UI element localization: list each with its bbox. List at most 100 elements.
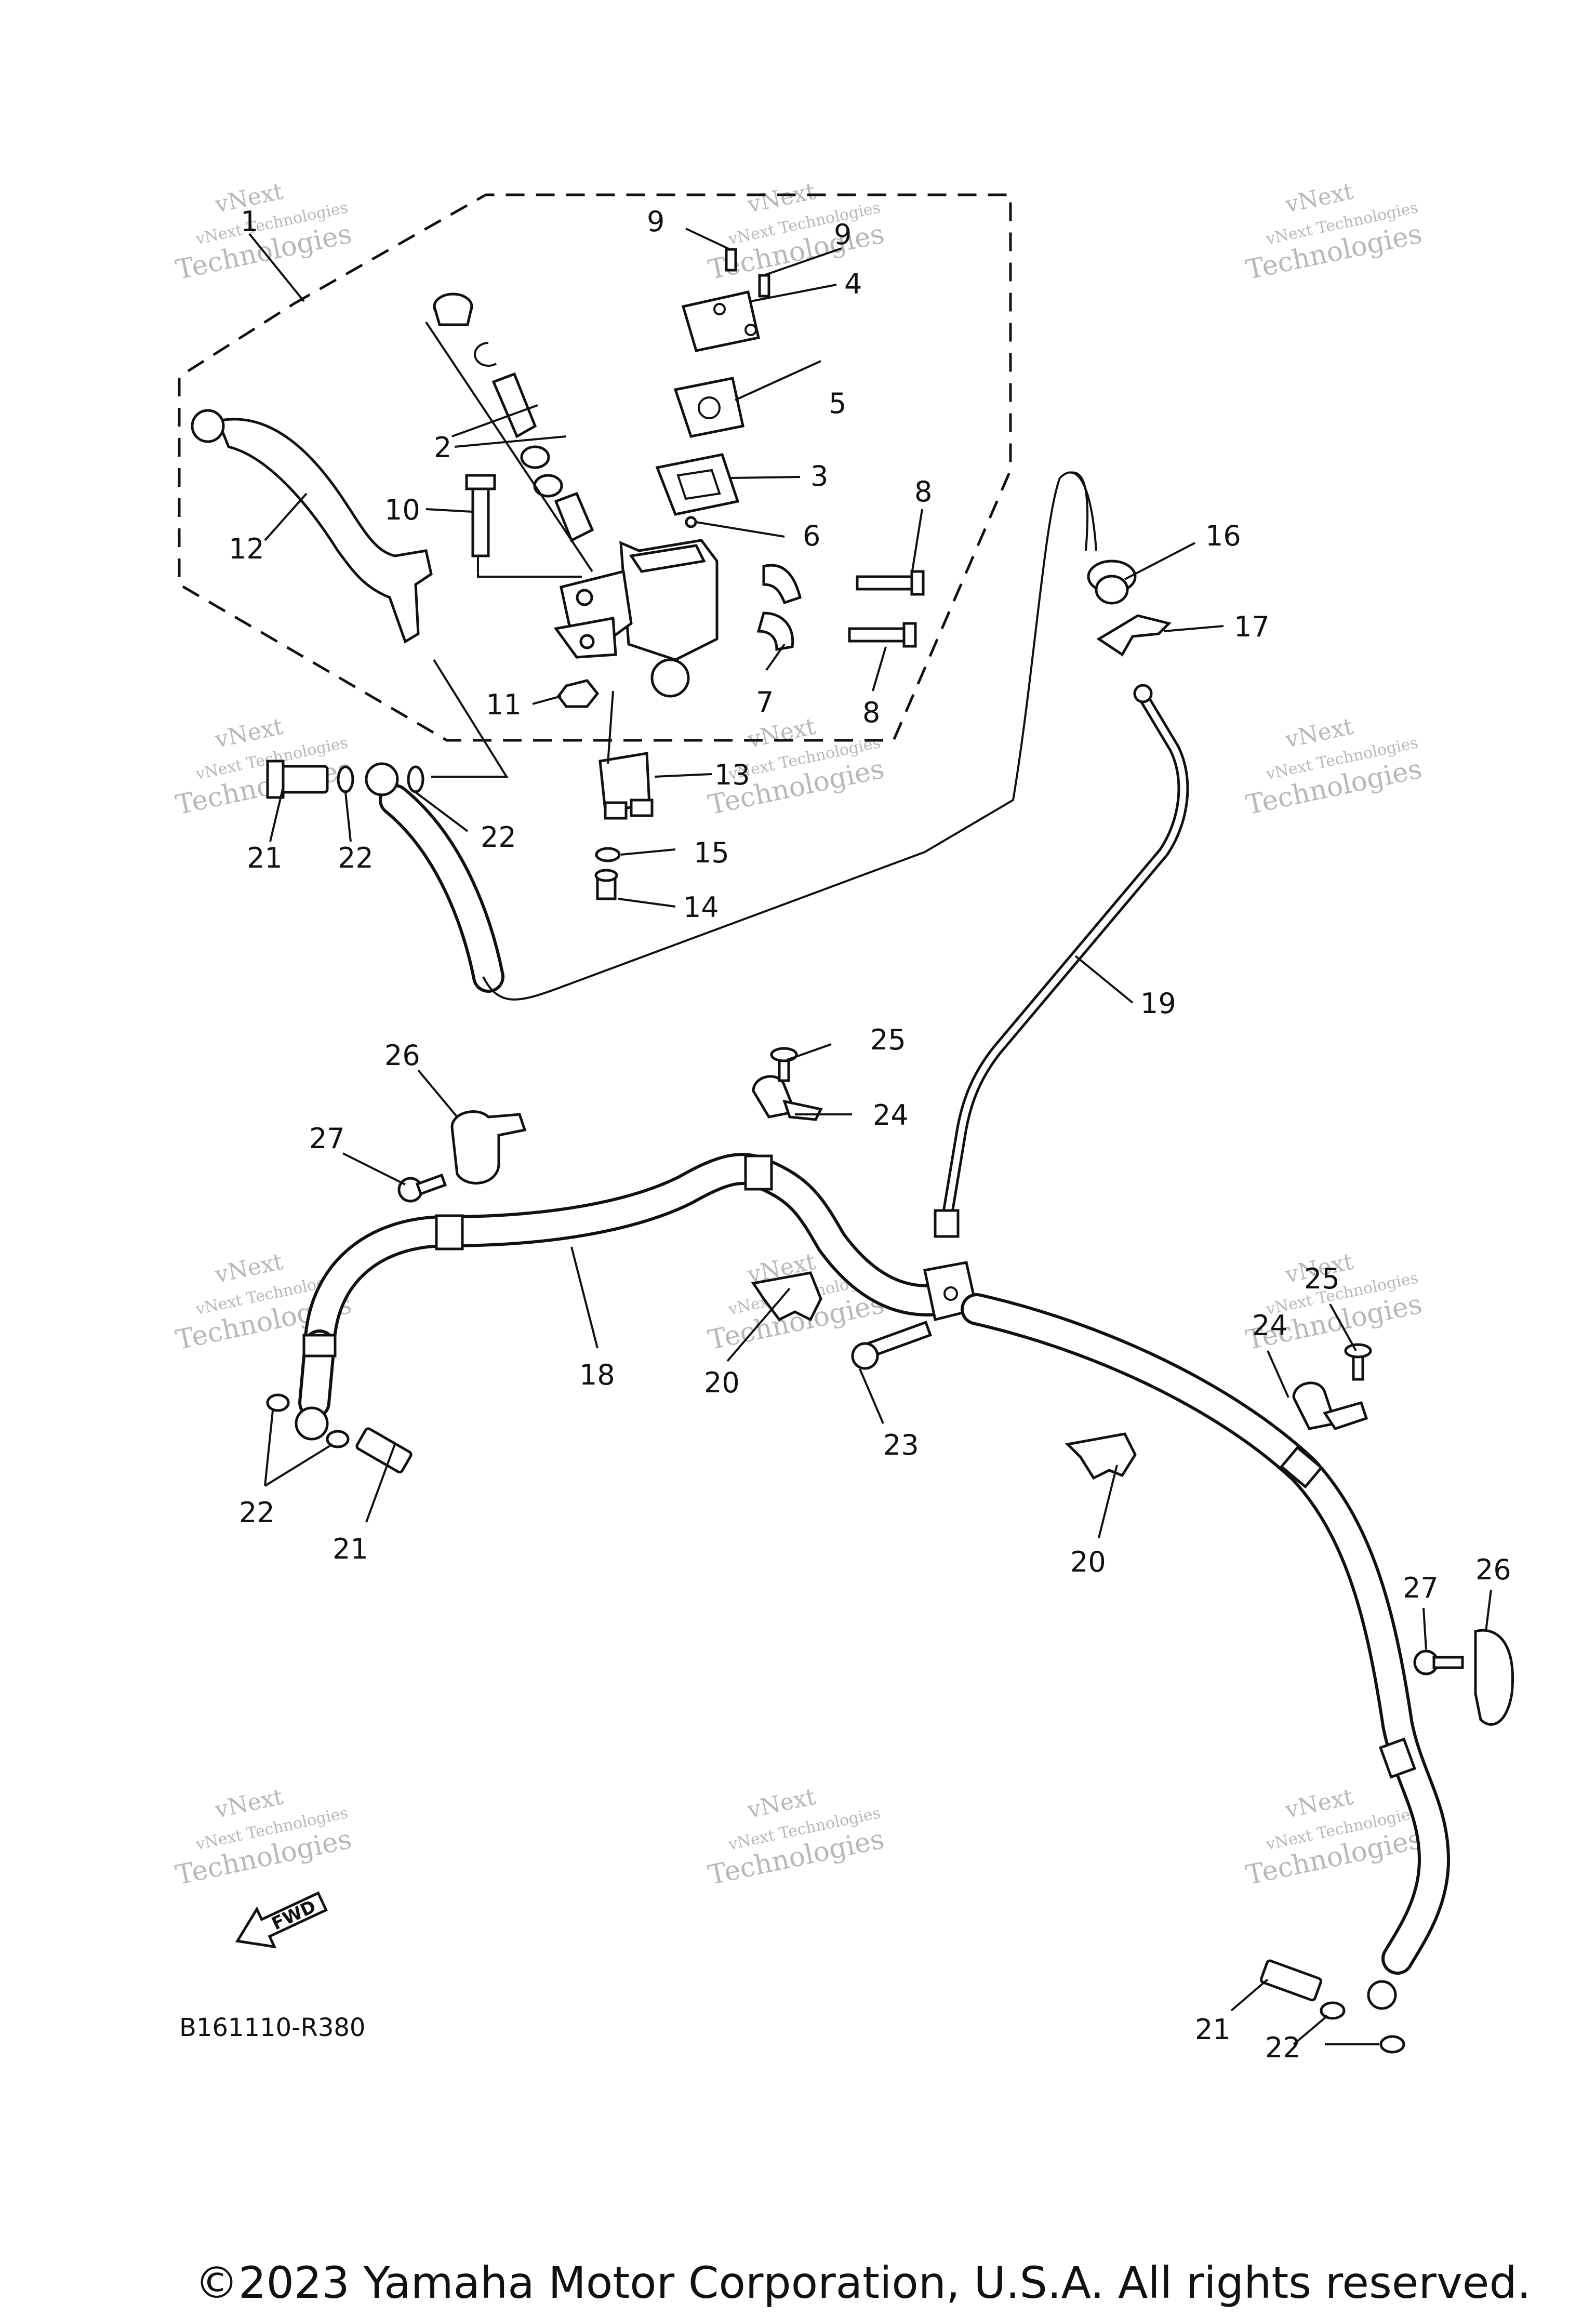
copper-washer	[326, 1430, 350, 1448]
leader-lines	[248, 228, 1492, 2045]
brake-hose-right-core	[964, 1296, 1447, 1972]
screw-14	[594, 869, 618, 900]
diaphragm-holder	[655, 453, 740, 516]
watermark: vNext vNext Technologies Technologies	[706, 1784, 887, 1892]
copyright-notice: ©2023 Yamaha Motor Corporation, U.S.A. A…	[195, 2257, 1531, 2308]
callout-14: 14	[683, 891, 719, 924]
callout-22-top-right: 22	[481, 821, 516, 854]
bolt-25	[1344, 1343, 1372, 1381]
svg-text:vNext: vNext	[745, 713, 818, 754]
reservoir-cap	[681, 290, 761, 352]
lever-ball-end	[191, 409, 225, 443]
banjo-bolt	[266, 760, 329, 799]
callout-24-left: 24	[873, 1099, 909, 1132]
washer-15	[595, 847, 621, 862]
callout-12: 12	[229, 533, 264, 565]
cap-hole	[744, 324, 757, 336]
union-bolt-23	[851, 1321, 933, 1370]
cylinder-holder	[756, 564, 802, 651]
diagram-reference-code: B161110-R380	[179, 2013, 366, 2042]
callout-7: 7	[756, 686, 774, 719]
callout-22-left: 22	[239, 1496, 275, 1529]
watermark: vNext vNext Technologies Technologies	[1243, 1784, 1425, 1892]
callout-8-upper: 8	[914, 475, 932, 508]
brake-hose-18-core	[307, 1156, 959, 1359]
hose-sleeve	[744, 1154, 773, 1191]
lever-nut	[556, 679, 600, 708]
hose-clamp-24	[752, 1075, 797, 1119]
copper-washer	[337, 765, 354, 793]
hose-clip-20	[1065, 1432, 1137, 1480]
hose-19-upper-2	[924, 477, 1061, 853]
copper-washer	[1379, 2035, 1405, 2054]
watermark: vNext vNext Technologies Technologies	[173, 178, 354, 286]
callout-11: 11	[486, 688, 522, 721]
bolt-27	[1413, 1649, 1464, 1675]
holder-bolt	[856, 570, 925, 596]
svg-text:vNext: vNext	[1283, 178, 1356, 219]
svg-text:vNext: vNext	[212, 1784, 286, 1824]
callout-22-top-left: 22	[338, 842, 374, 874]
hose-sleeve	[1378, 1737, 1417, 1779]
callout-26-left: 26	[384, 1039, 420, 1072]
banjo-fitting	[295, 1406, 329, 1441]
callout-21-top: 21	[247, 842, 283, 874]
callout-25-right: 25	[1304, 1262, 1340, 1295]
callout-21-right: 21	[1195, 2013, 1231, 2046]
svg-text:FWD: FWD	[269, 1896, 320, 1935]
cap-screw	[725, 248, 737, 272]
brake-pipe-19-core	[942, 693, 1187, 1229]
hose-clamp-24-tab	[1323, 1401, 1368, 1430]
bracket-26	[1474, 1629, 1514, 1726]
callout-27-left: 27	[309, 1122, 345, 1155]
copper-washer	[266, 1393, 290, 1412]
hose-sleeve	[302, 1334, 337, 1358]
lever-bolt	[465, 474, 496, 557]
callout-10: 10	[384, 494, 420, 526]
brake-switch	[598, 752, 654, 820]
cap-hole	[713, 303, 726, 315]
watermark: vNext vNext Technologies Technologies	[173, 713, 354, 821]
copper-washer	[1320, 2001, 1346, 2020]
forward-arrow-icon: FWD	[235, 1891, 328, 1949]
hose-sleeve	[1280, 1445, 1323, 1489]
callout-3: 3	[810, 460, 828, 493]
callout-8-lower: 8	[862, 696, 880, 729]
callout-13: 13	[714, 759, 750, 791]
brake-lever	[216, 418, 433, 644]
callout-2: 2	[434, 431, 451, 464]
banjo-bolt	[1259, 1959, 1323, 2002]
master-to-tee-hose-core	[382, 787, 501, 990]
callout-15: 15	[694, 836, 729, 869]
holder-bolt	[848, 622, 917, 648]
callouts: 1 2 3 4 5 6 7 8 8 9 9 10 11 12 13 14 15 …	[229, 205, 1511, 2064]
pipe-nut	[934, 1209, 960, 1238]
hose-19-upper-4	[1070, 471, 1089, 551]
callout-24-right: 24	[1252, 1309, 1288, 1342]
watermark: vNext vNext Technologies Technologies	[1243, 713, 1425, 821]
callout-17: 17	[1234, 610, 1270, 643]
cap-screw	[758, 274, 770, 298]
banjo-bolt	[355, 1427, 413, 1474]
callout-1: 1	[241, 205, 258, 238]
hose-clamp-24-tab	[782, 1099, 823, 1121]
svg-text:vNext: vNext	[212, 1248, 286, 1289]
callout-23: 23	[883, 1429, 919, 1461]
hose-clamp-24	[1292, 1381, 1337, 1430]
watermark: vNext vNext Technologies Technologies	[1243, 178, 1425, 286]
callout-9-right: 9	[834, 218, 852, 251]
svg-text:vNext: vNext	[1283, 713, 1356, 754]
copper-washer	[407, 765, 424, 793]
callout-21-left: 21	[332, 1533, 368, 1565]
svg-text:vNext: vNext	[745, 178, 818, 219]
callout-20-right: 20	[1070, 1546, 1106, 1578]
piston-kit	[425, 292, 594, 573]
pipe-end-fitting	[1133, 684, 1153, 703]
bracket-26	[450, 1110, 527, 1185]
callout-22-right: 22	[1265, 2031, 1301, 2064]
switch-axis	[607, 690, 614, 764]
callout-19: 19	[1140, 987, 1176, 1020]
callout-26-right: 26	[1475, 1553, 1511, 1586]
hose-19-upper	[482, 851, 925, 1001]
